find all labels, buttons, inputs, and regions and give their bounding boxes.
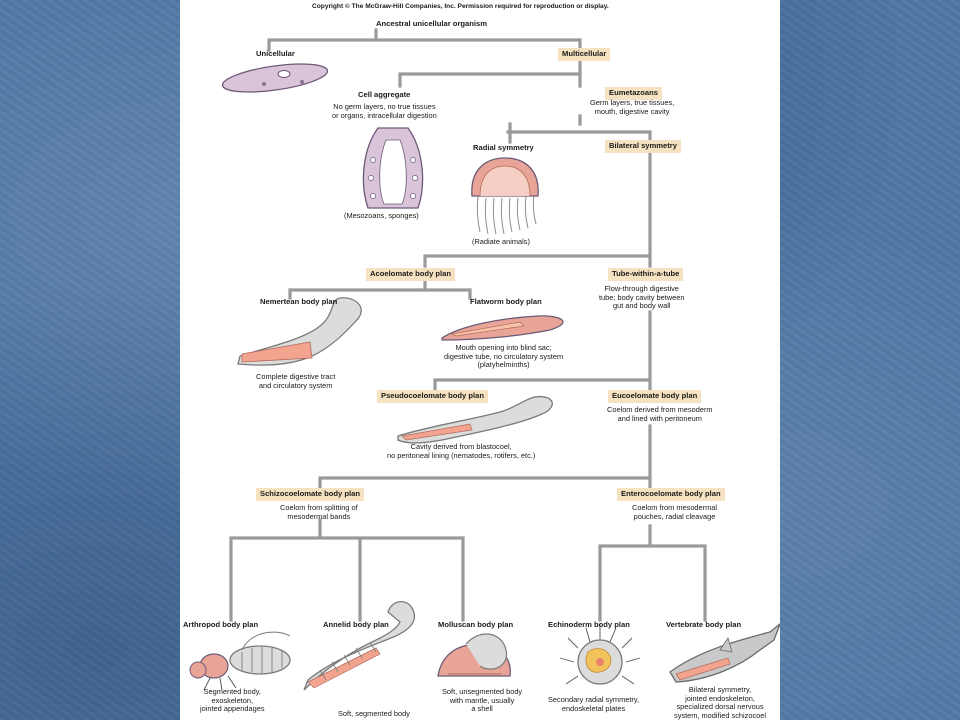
node-nemertean-desc: Complete digestive tract and circulatory… (256, 372, 336, 390)
node-tube-title: Tube-within-a-tube (608, 268, 684, 281)
node-eucoelomate-desc: Coelom derived from mesoderm and lined w… (607, 405, 713, 423)
node-echinoderm-desc: Secondary radial symmetry, endoskeletal … (548, 695, 640, 713)
node-cell-aggregate-title: Cell aggregate (358, 90, 411, 99)
sea-urchin-icon (559, 624, 641, 685)
shark-icon (669, 623, 780, 683)
node-annelid-desc: Soft, segmented body (338, 709, 410, 718)
node-molluscan-title: Molluscan body plan (438, 620, 514, 629)
node-ancestral: Ancestral unicellular organism (376, 19, 487, 28)
node-schizocoelomate-desc: Coelom from splitting of mesodermal band… (280, 503, 358, 521)
node-flatworm-title: Flatworm body plan (470, 297, 542, 306)
slide-panel: Copyright © The McGraw-Hill Companies, I… (180, 0, 780, 720)
node-molluscan-desc: Soft, unsegmented body with mantle, usua… (442, 687, 523, 714)
jellyfish-icon (471, 157, 539, 235)
node-vertebrate-desc: Bilateral symmetry, jointed endoskeleton… (674, 685, 767, 720)
node-flatworm-desc: Mouth opening into blind sac; digestive … (444, 343, 564, 370)
node-schizocoelomate-title: Schizocoelomate body plan (256, 488, 365, 501)
branch-tube (433, 310, 652, 392)
branch-lines (229, 28, 707, 622)
node-eucoelomate-title: Eucoelomate body plan (608, 390, 702, 403)
node-unicellular: Unicellular (256, 49, 295, 58)
node-pseudocoelomate-desc: Cavity derived from blastocoel, no perit… (387, 442, 536, 460)
node-multicellular: Multicellular (558, 48, 611, 61)
node-echinoderm-title: Echinoderm body plan (548, 620, 630, 629)
earthworm-icon (303, 601, 416, 691)
node-radial-caption: (Radiate animals) (472, 237, 530, 246)
branch-bilateral (423, 150, 652, 268)
node-bilateral: Bilateral symmetry (605, 140, 681, 153)
branch-acoelomate (288, 280, 472, 300)
node-nemertean-title: Nemertean body plan (260, 297, 338, 306)
node-vertebrate-title: Vertebrate body plan (666, 620, 742, 629)
node-arthropod-title: Arthropod body plan (183, 620, 259, 629)
node-cell-aggregate-desc: No germ layers, no true tissues or organ… (332, 102, 437, 120)
node-enterocoelomate-title: Enterocoelomate body plan (617, 488, 725, 501)
insect-icon (189, 631, 291, 691)
flatworm-icon (441, 315, 564, 341)
node-acoelomate: Acoelomate body plan (366, 268, 456, 281)
roundworm-icon (397, 395, 553, 444)
node-radial-title: Radial symmetry (473, 143, 534, 152)
snail-icon (437, 633, 511, 677)
branch-eucoelomate (318, 424, 652, 490)
branch-multicellular (398, 60, 582, 88)
branch-eumetazoans (506, 114, 652, 144)
node-eumetazoans-desc: Germ layers, true tissues, mouth, digest… (590, 98, 675, 116)
copyright-notice: Copyright © The McGraw-Hill Companies, I… (312, 3, 609, 10)
node-cell-aggregate-caption: (Mesozoans, sponges) (344, 211, 419, 220)
node-enterocoelomate-desc: Coelom from mesodermal pouches, radial c… (632, 503, 718, 521)
node-pseudocoelomate-title: Pseudocoelomate body plan (377, 390, 488, 403)
node-eumetazoans-title: Eumetazoans (605, 87, 662, 100)
node-tube-desc: Flow-through digestive tube; body cavity… (599, 284, 685, 311)
branch-enterocoelomate (598, 524, 707, 622)
node-annelid-title: Annelid body plan (323, 620, 389, 629)
paramecium-icon (221, 63, 329, 93)
cladogram-diagram (189, 28, 780, 691)
sponge-icon (362, 127, 424, 209)
branch-schizocoelomate (229, 518, 465, 622)
branch-root (267, 28, 582, 52)
node-arthropod-desc: Segmented body, exoskeleton, jointed app… (200, 687, 265, 714)
ribbon-worm-icon (237, 297, 362, 366)
